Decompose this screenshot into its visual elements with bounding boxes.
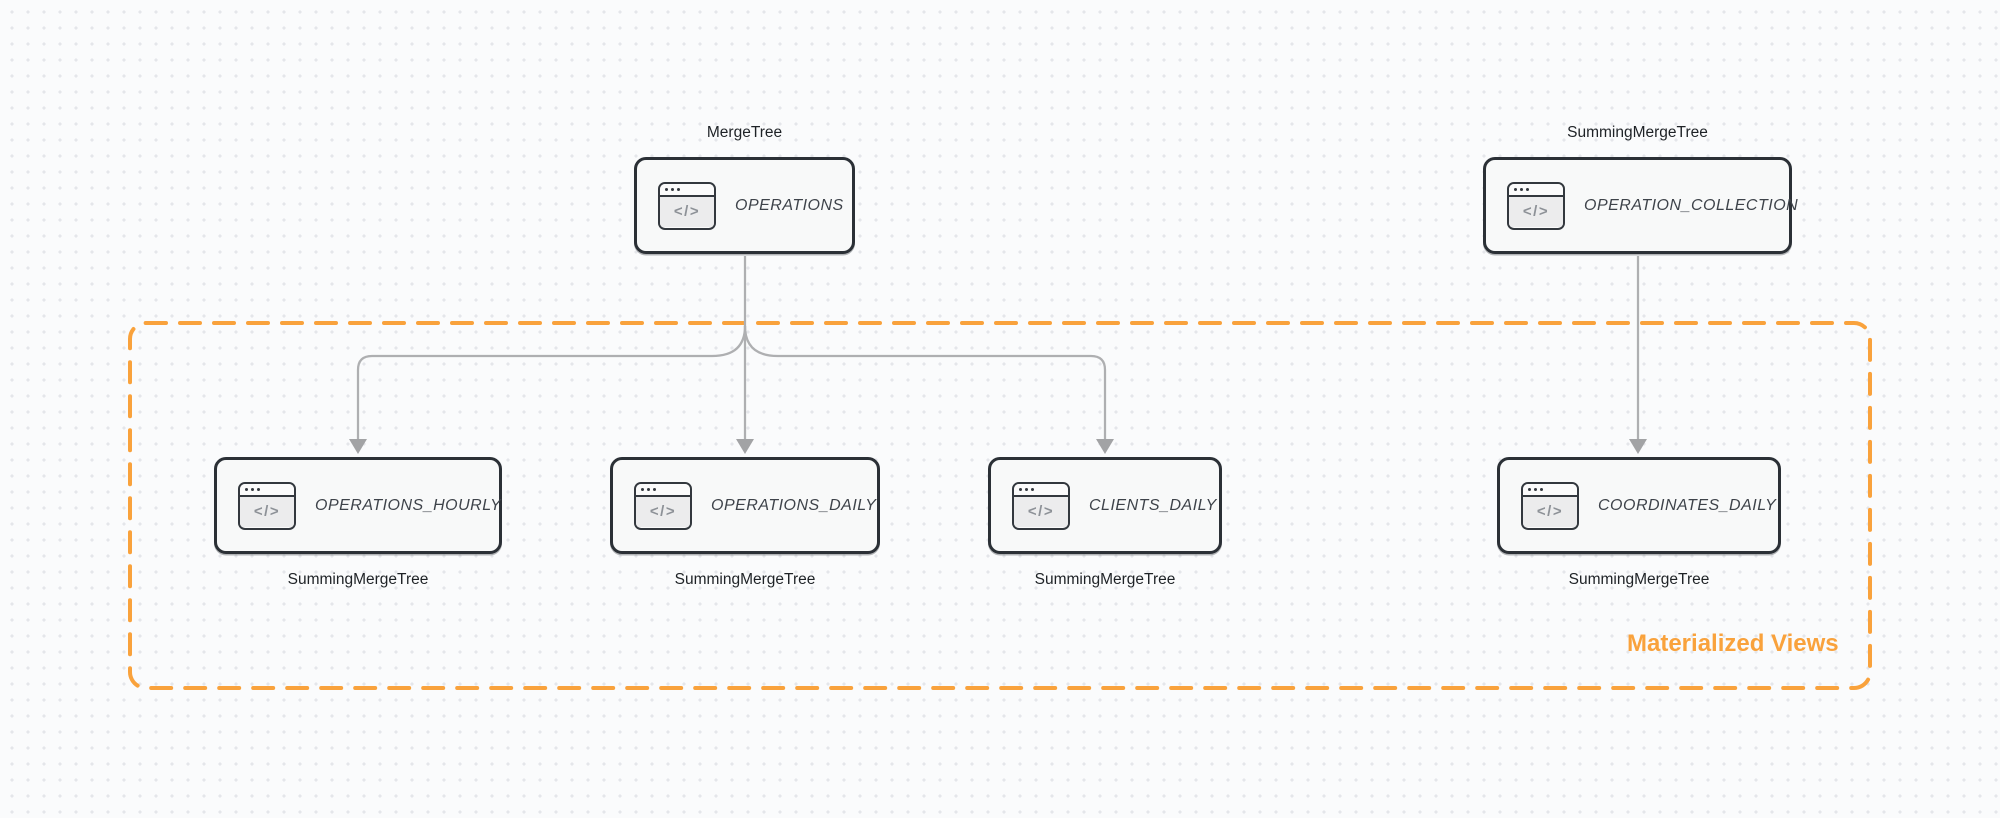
code-glyph: </> <box>660 196 714 227</box>
materialized-views-group-border <box>128 321 1872 690</box>
window-dot <box>665 187 668 191</box>
arrowhead-clients-daily <box>1096 439 1114 454</box>
table-node-clients-daily: </> CLIENTS_DAILY <box>988 457 1222 554</box>
table-name: OPERATIONS_DAILY <box>711 496 877 514</box>
window-bar <box>660 183 714 197</box>
code-window-icon: </> <box>658 181 716 230</box>
window-bar <box>636 483 690 497</box>
table-node-operations-daily: </> OPERATIONS_DAILY <box>610 457 880 554</box>
node-clients-daily: </> CLIENTS_DAILY SummingMergeTree <box>988 457 1222 588</box>
window-bar <box>1014 483 1068 497</box>
table-node-operation-collection: </> OPERATION_COLLECTION <box>1483 157 1798 254</box>
table-name: COORDINATES_DAILY <box>1598 496 1777 514</box>
table-node-coordinates-daily: </> COORDINATES_DAILY <box>1497 457 1781 554</box>
window-dot <box>1031 487 1034 491</box>
window-dot <box>245 487 248 491</box>
code-window-icon: </> <box>634 481 692 530</box>
code-window-icon: </> <box>238 481 296 530</box>
window-dot <box>641 487 644 491</box>
engine-label: MergeTree <box>706 124 783 141</box>
code-glyph: </> <box>1523 496 1577 527</box>
table-name: OPERATIONS <box>735 196 844 214</box>
window-dot <box>1540 487 1543 491</box>
arrowhead-operations-hourly <box>349 439 367 454</box>
engine-label: SummingMergeTree <box>287 571 429 588</box>
table-node-operations-hourly: </> OPERATIONS_HOURLY <box>214 457 502 554</box>
window-dot <box>671 187 674 191</box>
window-dot <box>1520 187 1523 191</box>
table-name: OPERATION_COLLECTION <box>1584 196 1799 214</box>
window-dot <box>1528 487 1531 491</box>
table-node-operations: </> OPERATIONS <box>634 157 855 254</box>
engine-label: SummingMergeTree <box>1034 571 1176 588</box>
code-window-icon: </> <box>1507 181 1565 230</box>
window-bar <box>240 483 294 497</box>
code-glyph: </> <box>240 496 294 527</box>
materialized-views-group-label: Materialized Views <box>1627 630 1839 657</box>
arrowhead-coordinates-daily <box>1629 439 1647 454</box>
window-dot <box>1514 187 1517 191</box>
window-dot <box>1019 487 1022 491</box>
node-operation-collection: SummingMergeTree </> OPERATION_COLLECTIO… <box>1483 124 1798 254</box>
node-operations-daily: </> OPERATIONS_DAILY SummingMergeTree <box>610 457 880 588</box>
window-dot <box>677 187 680 191</box>
window-dot <box>251 487 254 491</box>
window-dot <box>257 487 260 491</box>
engine-label: SummingMergeTree <box>674 571 816 588</box>
window-dot <box>647 487 650 491</box>
table-name: CLIENTS_DAILY <box>1089 496 1217 514</box>
engine-label: SummingMergeTree <box>1568 571 1710 588</box>
window-dot <box>653 487 656 491</box>
window-dot <box>1025 487 1028 491</box>
node-operations: MergeTree </> OPERATIONS <box>634 124 855 254</box>
arrowhead-operations-daily <box>736 439 754 454</box>
edge-operations-to-clients-daily <box>743 325 1107 440</box>
table-name: OPERATIONS_HOURLY <box>315 496 502 514</box>
window-bar <box>1509 183 1563 197</box>
node-operations-hourly: </> OPERATIONS_HOURLY SummingMergeTree <box>214 457 502 588</box>
edge-operations-to-operations-hourly <box>356 325 747 440</box>
code-glyph: </> <box>636 496 690 527</box>
code-glyph: </> <box>1509 196 1563 227</box>
code-window-icon: </> <box>1012 481 1070 530</box>
window-dot <box>1534 487 1537 491</box>
node-coordinates-daily: </> COORDINATES_DAILY SummingMergeTree <box>1497 457 1781 588</box>
engine-label: SummingMergeTree <box>1567 124 1708 141</box>
window-dot <box>1526 187 1529 191</box>
code-window-icon: </> <box>1521 481 1579 530</box>
code-glyph: </> <box>1014 496 1068 527</box>
window-bar <box>1523 483 1577 497</box>
